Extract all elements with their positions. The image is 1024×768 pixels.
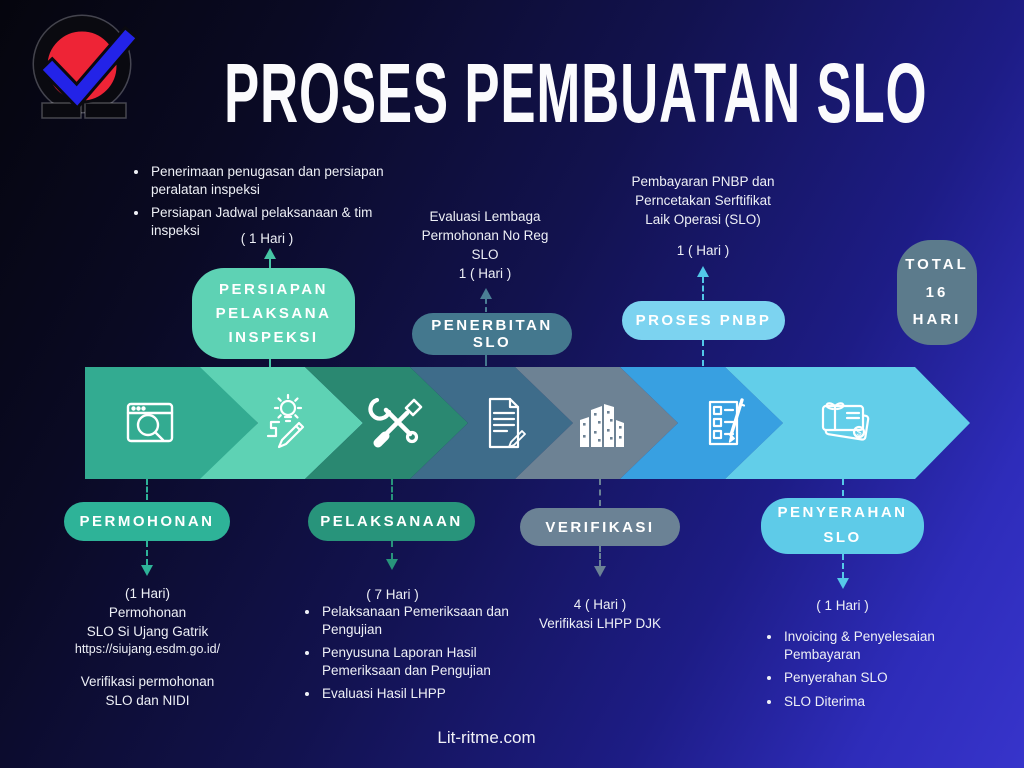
pill-line: PENERBITAN SLO <box>431 317 553 351</box>
dashed-connector <box>146 541 148 565</box>
persiapan-duration: ( 1 Hari ) <box>240 231 294 246</box>
pill-line: PELAKSANAAN <box>320 513 463 530</box>
penyerahan-note-item: Penyerahan SLO <box>782 669 972 687</box>
pnbp-duration: 1 ( Hari ) <box>676 243 730 258</box>
penyerahan-duration: ( 1 Hari ) <box>816 598 869 613</box>
note-line: Verifikasi LHPP DJK <box>538 616 662 632</box>
dashed-connector <box>599 479 601 506</box>
penyerahan-notes: Invoicing & Penyelesaian Pembayaran Peny… <box>765 628 972 716</box>
dashed-connector <box>269 359 271 367</box>
check-logo <box>22 8 140 128</box>
pelaksanaan-note-item: Pelaksanaan Pemeriksaan dan Pengujian <box>320 603 516 638</box>
dashed-connector <box>485 355 487 366</box>
stage-pill-pelaksanaan: PELAKSANAAN <box>308 502 475 541</box>
pelaksanaan-note-item: Penyusuna Laporan Hasil Pemeriksaan dan … <box>320 644 516 679</box>
page-title: PROSES PEMBUATAN SLO <box>224 45 928 140</box>
note-line: Laik Operasi (SLO) <box>645 212 761 228</box>
stage-pill-pnbp: PROSES PNBP <box>622 301 785 340</box>
penerbitan-notes: Evaluasi Lembaga Permohonan No Reg SLO 1… <box>400 207 570 284</box>
dashed-connector <box>391 541 393 559</box>
footer-website: Lit-ritme.com <box>437 728 536 747</box>
payment-cards-icon: $ <box>813 391 877 455</box>
pill-line: VERIFIKASI <box>545 518 655 536</box>
pill-line: PROSES PNBP <box>635 312 772 329</box>
arrow-down-icon <box>837 578 849 589</box>
persiapan-notes: Penerimaan penugasan dan persiapan peral… <box>132 163 417 245</box>
dashed-connector <box>702 277 704 300</box>
note-line: Permohonan No Reg <box>421 228 549 244</box>
note-line: SLO Si Ujang Gatrik <box>86 624 209 640</box>
browser-search-icon <box>118 391 182 455</box>
arrow-down-icon <box>594 566 606 577</box>
idea-planning-icon <box>258 391 322 455</box>
pill-line: SLO <box>823 529 862 546</box>
badge-line: 16 <box>925 283 949 301</box>
buildings-icon <box>568 391 632 455</box>
pill-line: PERSIAPAN <box>219 280 328 298</box>
pill-line: INSPEKSI <box>228 328 319 346</box>
pelaksanaan-notes: Pelaksanaan Pemeriksaan dan Pengujian Pe… <box>303 603 516 709</box>
permohonan-duration: (1 Hari) <box>124 586 170 601</box>
verifikasi-notes: 4 ( Hari ) Verifikasi LHPP DJK <box>520 595 680 633</box>
pnbp-notes: Pembayaran PNBP dan Perncetakan Serftifi… <box>613 172 793 229</box>
note-line: Verifikasi permohonan <box>80 674 215 690</box>
badge-line: TOTAL <box>905 255 969 273</box>
checklist-pen-icon <box>693 391 757 455</box>
dashed-connector <box>146 479 148 500</box>
penerbitan-duration: 1 ( Hari ) <box>458 266 512 282</box>
dashed-connector <box>842 479 844 496</box>
arrow-up-icon <box>480 288 492 299</box>
siujang-link[interactable]: https://siujang.esdm.go.id/ <box>74 642 221 657</box>
spacer <box>55 659 240 672</box>
arrow-up-icon <box>264 248 276 259</box>
arrow-down-icon <box>386 559 398 570</box>
dashed-connector <box>702 340 704 366</box>
verifikasi-duration: 4 ( Hari ) <box>573 597 627 612</box>
process-flow-bar: $ <box>85 367 970 479</box>
stage-pill-penerbitan: PENERBITAN SLO <box>412 313 572 355</box>
dollar-glyph: $ <box>856 428 861 438</box>
check-logo-icon <box>32 14 140 119</box>
badge-line: HARI <box>912 311 962 329</box>
penyerahan-note-item: SLO Diterima <box>782 693 972 711</box>
dashed-connector <box>842 554 844 578</box>
stage-pill-permohonan: PERMOHONAN <box>64 502 230 541</box>
note-line: SLO dan NIDI <box>105 693 190 709</box>
dashed-connector <box>599 546 601 566</box>
pelaksanaan-duration: ( 7 Hari ) <box>366 587 419 602</box>
note-line: Permohonan <box>108 605 187 621</box>
note-line: Pembayaran PNBP dan <box>631 174 775 189</box>
pill-line: PENYERAHAN <box>777 504 908 522</box>
pelaksanaan-note-item: Evaluasi Hasil LHPP <box>320 685 516 703</box>
tools-icon <box>365 391 429 455</box>
document-sign-icon <box>471 391 535 455</box>
permohonan-notes: (1 Hari) Permohonan SLO Si Ujang Gatrik … <box>55 584 240 711</box>
stage-pill-penyerahan: PENYERAHAN SLO <box>761 498 924 554</box>
note-line: SLO <box>471 247 499 263</box>
stage-pill-persiapan: PERSIAPAN PELAKSANA INSPEKSI <box>192 268 355 359</box>
dashed-connector <box>391 479 393 500</box>
note-line: Evaluasi Lembaga <box>429 209 541 224</box>
persiapan-note-item: Penerimaan penugasan dan persiapan peral… <box>149 163 417 198</box>
note-line: Perncetakan Serftifikat <box>635 193 771 209</box>
penyerahan-note-item: Invoicing & Penyelesaian Pembayaran <box>782 628 972 663</box>
pill-line: PERMOHONAN <box>79 513 215 530</box>
dashed-connector <box>485 299 487 312</box>
persiapan-note-item: Persiapan Jadwal pelaksanaan & tim inspe… <box>149 204 417 239</box>
arrow-up-icon <box>697 266 709 277</box>
dashed-connector <box>269 259 271 268</box>
pill-line: PELAKSANA <box>215 304 332 322</box>
total-duration-badge: TOTAL 16 HARI <box>897 240 977 345</box>
stage-pill-verifikasi: VERIFIKASI <box>520 508 680 546</box>
arrow-down-icon <box>141 565 153 576</box>
